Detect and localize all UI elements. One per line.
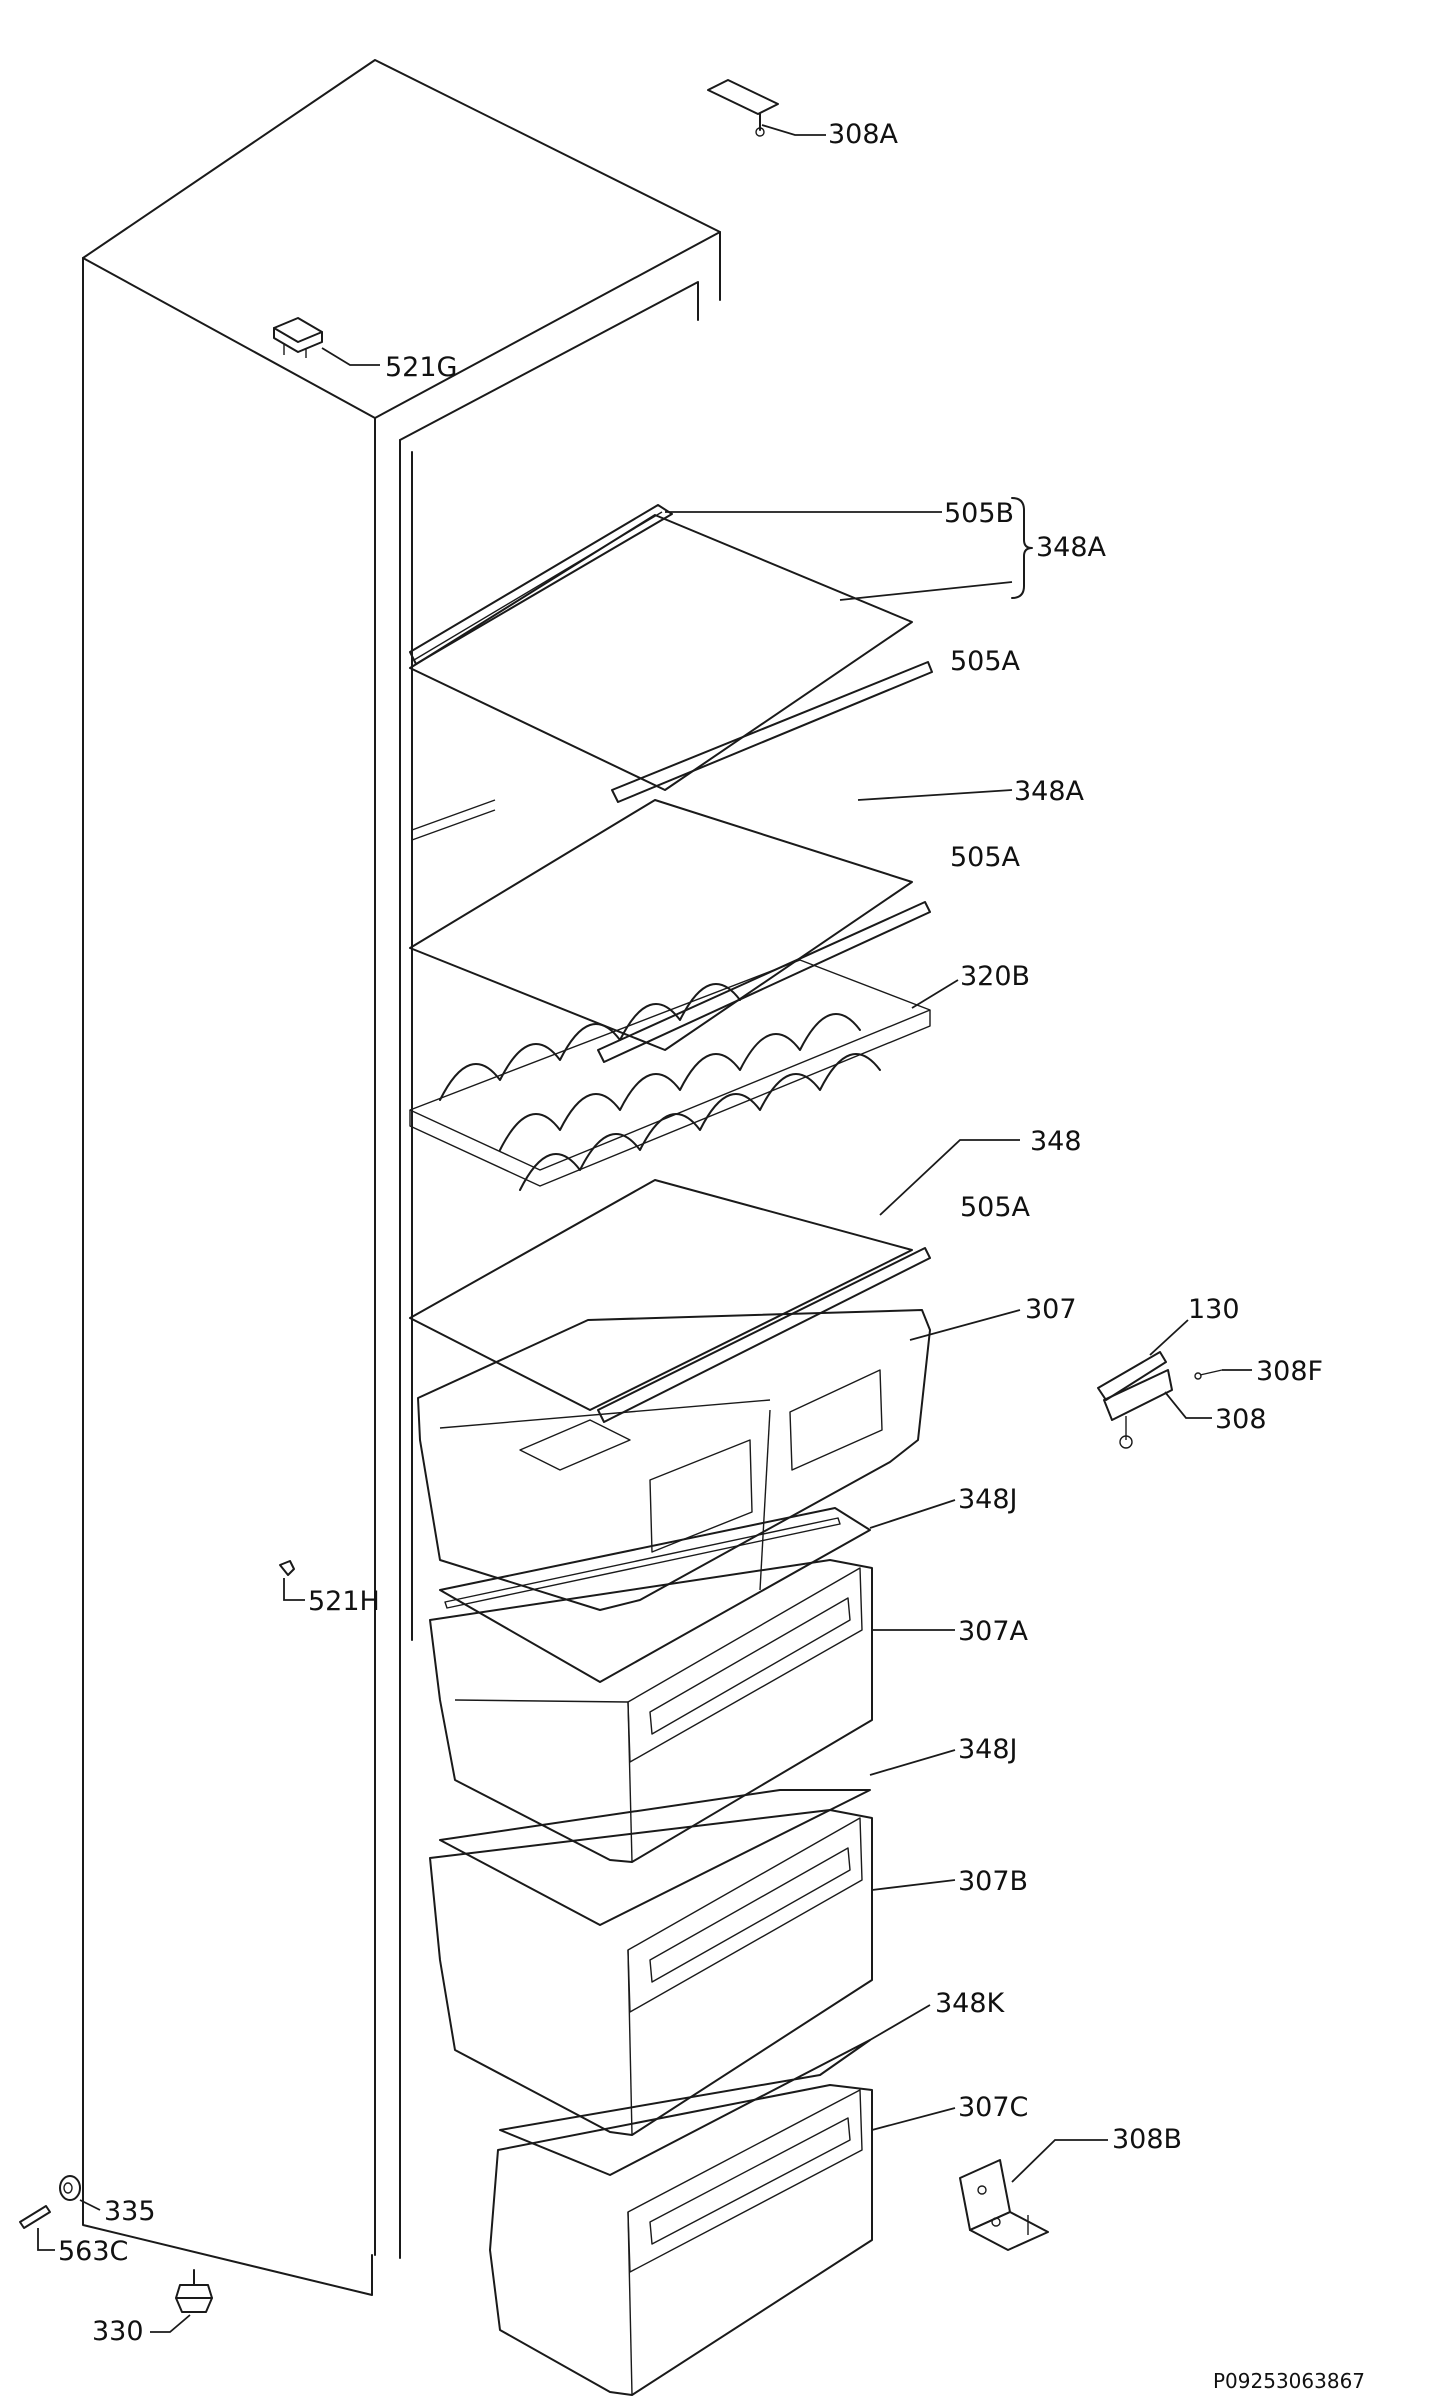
label-130: 130 (1188, 1294, 1240, 1325)
label-348J-2: 348J (958, 1734, 1018, 1765)
glass-348J-1 (439, 1507, 871, 1683)
hinge-308B (959, 2159, 1049, 2251)
label-505A-1: 505A (950, 646, 1021, 677)
drawer-307A (429, 1559, 873, 1863)
label-348J-1: 348J (958, 1484, 1018, 1515)
crisper-307 (417, 1309, 931, 1611)
label-330: 330 (92, 2316, 144, 2347)
label-348A: 348A (1014, 776, 1085, 807)
label-307C: 307C (958, 2092, 1028, 2123)
label-348A-group: 348A (1036, 532, 1107, 563)
drawer-307C (489, 2084, 873, 2396)
label-348: 348 (1030, 1126, 1082, 1157)
drawing-code: P09253063867 (1213, 2369, 1365, 2393)
label-308B: 308B (1112, 2124, 1182, 2155)
label-320B: 320B (960, 961, 1030, 992)
wine-rack-320B (409, 959, 931, 1191)
label-308F: 308F (1256, 1356, 1323, 1387)
label-521G: 521G (385, 352, 457, 383)
label-563C: 563C (58, 2236, 128, 2267)
label-505A-3: 505A (960, 1192, 1031, 1223)
hinge-308-assembly (1097, 1351, 1223, 1449)
label-307: 307 (1025, 1294, 1077, 1325)
hinge-308A (707, 79, 779, 137)
part-330 (175, 2269, 213, 2313)
screw-521H (279, 1560, 295, 1576)
glass-348J-2 (439, 1789, 871, 1926)
drawer-307B (429, 1809, 873, 2136)
label-505A-2: 505A (950, 842, 1021, 873)
part-521G (273, 317, 323, 358)
label-521H: 521H (308, 1586, 380, 1617)
part-335 (59, 2175, 81, 2201)
part-563C (19, 2205, 51, 2229)
shelf-348 (409, 1179, 931, 1423)
label-307A: 307A (958, 1616, 1029, 1647)
label-308A: 308A (828, 119, 899, 150)
label-307B: 307B (958, 1866, 1028, 1897)
label-348K: 348K (935, 1988, 1006, 2019)
shelf-348A-top (409, 504, 933, 803)
glass-348K (499, 2039, 871, 2176)
label-505B: 505B (944, 498, 1014, 529)
cabinet-body (82, 59, 721, 2296)
shelf-348A-second (409, 799, 931, 1063)
label-308: 308 (1215, 1404, 1267, 1435)
label-335: 335 (104, 2196, 156, 2227)
part-labels: 308A 521G 505B 348A 505A 348A 505A 320B … (58, 119, 1365, 2393)
